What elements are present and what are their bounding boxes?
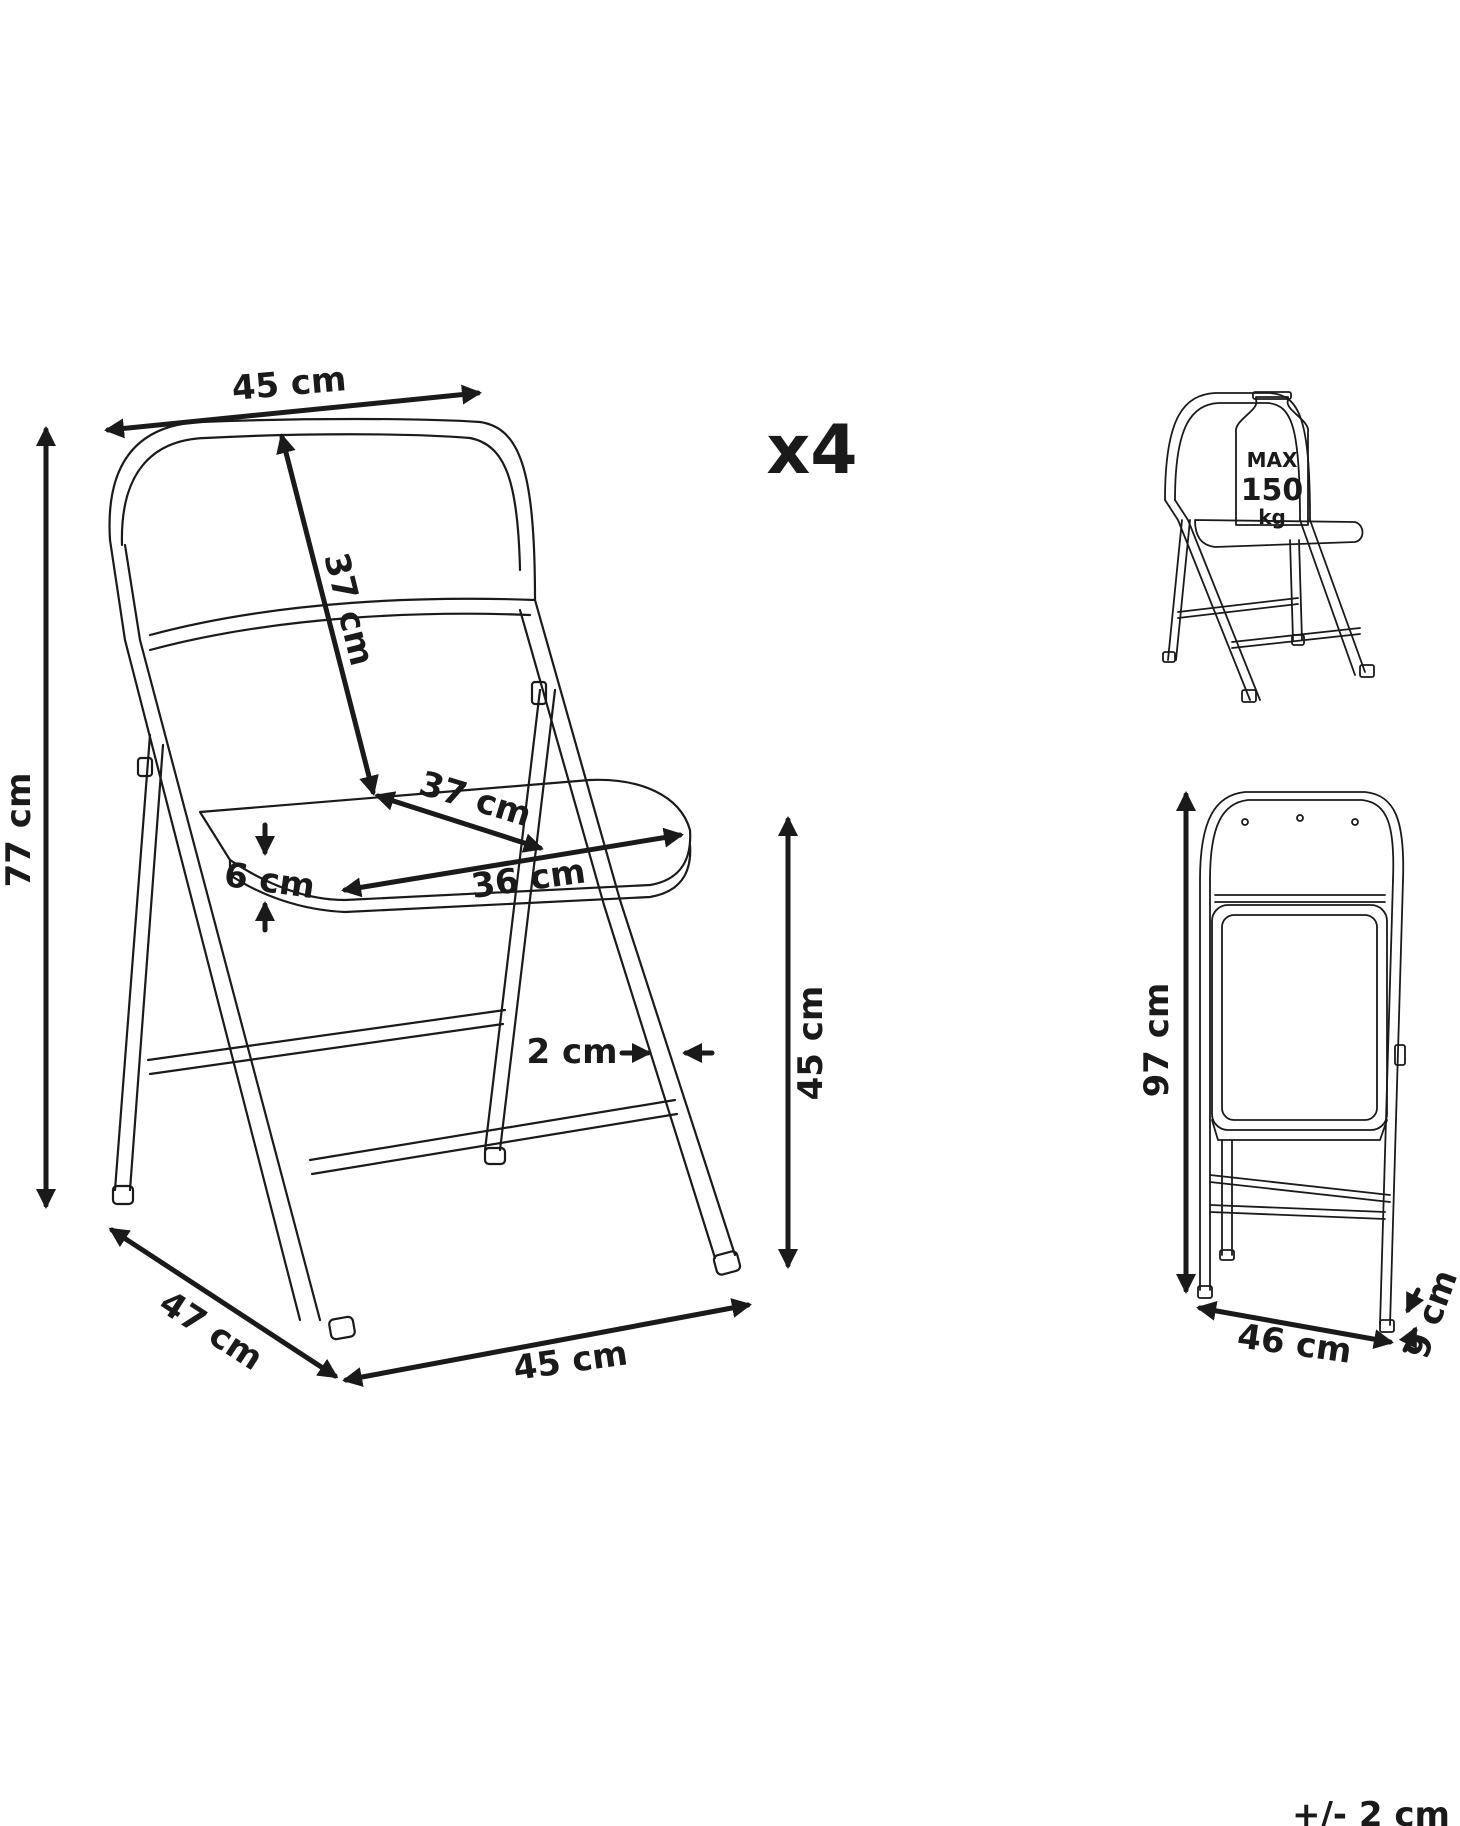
dimension-arrows — [36, 384, 798, 1387]
total-height-label: 77 cm — [0, 773, 39, 888]
load-capacity-chair — [1162, 391, 1375, 703]
base-width-label: 45 cm — [511, 1333, 630, 1389]
load-unit-label: kg — [1258, 505, 1286, 529]
seat-width-label: 36 cm — [469, 851, 588, 907]
dimension-labels: 45 cm 77 cm 37 cm 37 cm 36 cm 6 cm 2 cm … — [0, 359, 831, 1389]
load-max-label: MAX — [1247, 448, 1298, 472]
seat-height-label: 45 cm — [791, 986, 831, 1101]
main-chair-drawing — [108, 417, 742, 1341]
folded-chair-drawing — [1197, 791, 1406, 1333]
tube-diameter-label: 2 cm — [526, 1032, 617, 1072]
folded-depth-label: 9 cm — [1397, 1265, 1460, 1364]
quantity-label: x4 — [766, 411, 857, 490]
folded-dimension-arrows — [1176, 791, 1425, 1353]
back-width-label: 45 cm — [230, 359, 348, 409]
tolerance-label: +/- 2 cm — [1292, 1795, 1450, 1826]
load-value-label: 150 — [1241, 473, 1304, 508]
folded-width-label: 46 cm — [1235, 1316, 1354, 1372]
folded-height-label: 97 cm — [1137, 983, 1177, 1098]
seat-thickness-label: 6 cm — [222, 855, 318, 907]
